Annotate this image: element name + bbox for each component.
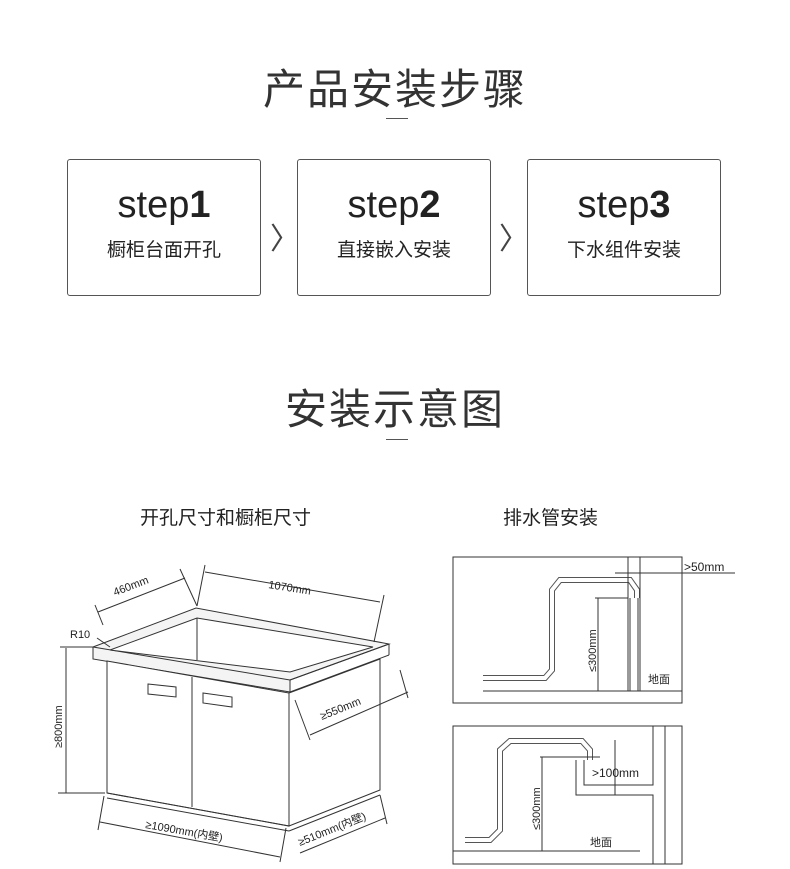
- drain-diagram-top: >50mm ≤300mm 地面: [452, 556, 735, 704]
- gap-50mm: >50mm: [684, 560, 724, 574]
- step-prefix: step: [117, 184, 190, 226]
- cabinet-diagram-title: 开孔尺寸和橱柜尺寸: [140, 507, 312, 529]
- step-digit: 3: [649, 184, 671, 226]
- title-divider: [386, 118, 408, 119]
- gap-100mm: >100mm: [592, 766, 639, 780]
- step-prefix: step: [347, 184, 420, 226]
- drain-diagram-bottom: >100mm ≤300mm 地面: [452, 725, 683, 865]
- title-divider: [386, 439, 408, 440]
- step-card-1: step1 橱柜台面开孔: [67, 159, 261, 296]
- step-prefix: step: [577, 184, 650, 226]
- chevron-right-icon: 〉: [270, 222, 300, 257]
- step-card-2: step2 直接嵌入安装: [297, 159, 491, 296]
- step-digit: 2: [419, 184, 441, 226]
- dim-r10: R10: [70, 629, 90, 641]
- dim-800: ≥800mm: [53, 705, 65, 748]
- step-card-3: step3 下水组件安装: [527, 159, 721, 296]
- dim-1070: 1070mm: [268, 579, 312, 598]
- step-label: 直接嵌入安装: [336, 239, 451, 261]
- step-label: 下水组件安装: [566, 239, 681, 261]
- section-title-install-steps: 产品安装步骤: [262, 65, 527, 114]
- floor-label: 地面: [590, 836, 612, 849]
- section-title-diagram: 安装示意图: [284, 385, 505, 434]
- floor-label: 地面: [648, 673, 670, 686]
- dim-1090: ≥1090mm(内壁): [144, 817, 223, 844]
- step-label: 橱柜台面开孔: [106, 239, 221, 261]
- height-300mm: ≤300mm: [531, 787, 543, 830]
- dim-460: 460mm: [112, 574, 151, 598]
- step-number: step3: [528, 184, 720, 227]
- drain-diagram-title: 排水管安装: [503, 507, 599, 529]
- step-digit: 1: [189, 184, 211, 226]
- step-number: step1: [68, 184, 260, 227]
- step-number: step2: [298, 184, 490, 227]
- height-300mm: ≤300mm: [587, 629, 599, 672]
- cabinet-drawing: 460mm 1070mm R10 ≥800mm ≥550mm ≥1090mm(内…: [53, 564, 409, 863]
- chevron-right-icon: 〉: [499, 222, 529, 257]
